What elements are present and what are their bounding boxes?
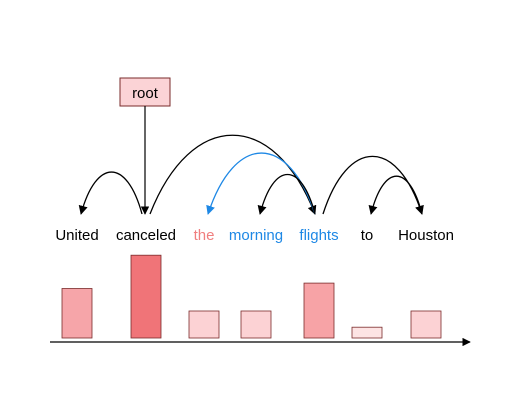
bar-to: [351, 326, 383, 339]
word-to: to: [361, 227, 374, 244]
arc-flights-to-morning: [257, 173, 316, 215]
bar-the: [188, 310, 220, 339]
word-houston: Houston: [398, 227, 454, 244]
sentence-words: United canceled the morning flights to Houston: [55, 227, 454, 244]
arc-flights-to-houston: [322, 155, 424, 215]
bar-united: [61, 288, 93, 339]
word-canceled: canceled: [116, 227, 176, 244]
word-the: the: [194, 227, 215, 244]
word-united: United: [55, 227, 98, 244]
bar-canceled: [130, 254, 162, 339]
bar-morning: [240, 310, 272, 339]
root-box: [119, 77, 171, 107]
word-flights: flights: [299, 227, 338, 244]
arc-flights-to-the: [206, 152, 316, 215]
attention-bars: [61, 254, 442, 339]
bar-houston: [410, 310, 442, 339]
dependency-arcs: [78, 134, 424, 215]
arc-houston-to-to: [368, 175, 423, 215]
word-morning: morning: [229, 227, 283, 244]
root-label: root: [132, 85, 159, 102]
arc-canceled-to-united: [78, 171, 143, 215]
root-node: root: [119, 77, 171, 107]
bar-flights: [303, 282, 335, 339]
